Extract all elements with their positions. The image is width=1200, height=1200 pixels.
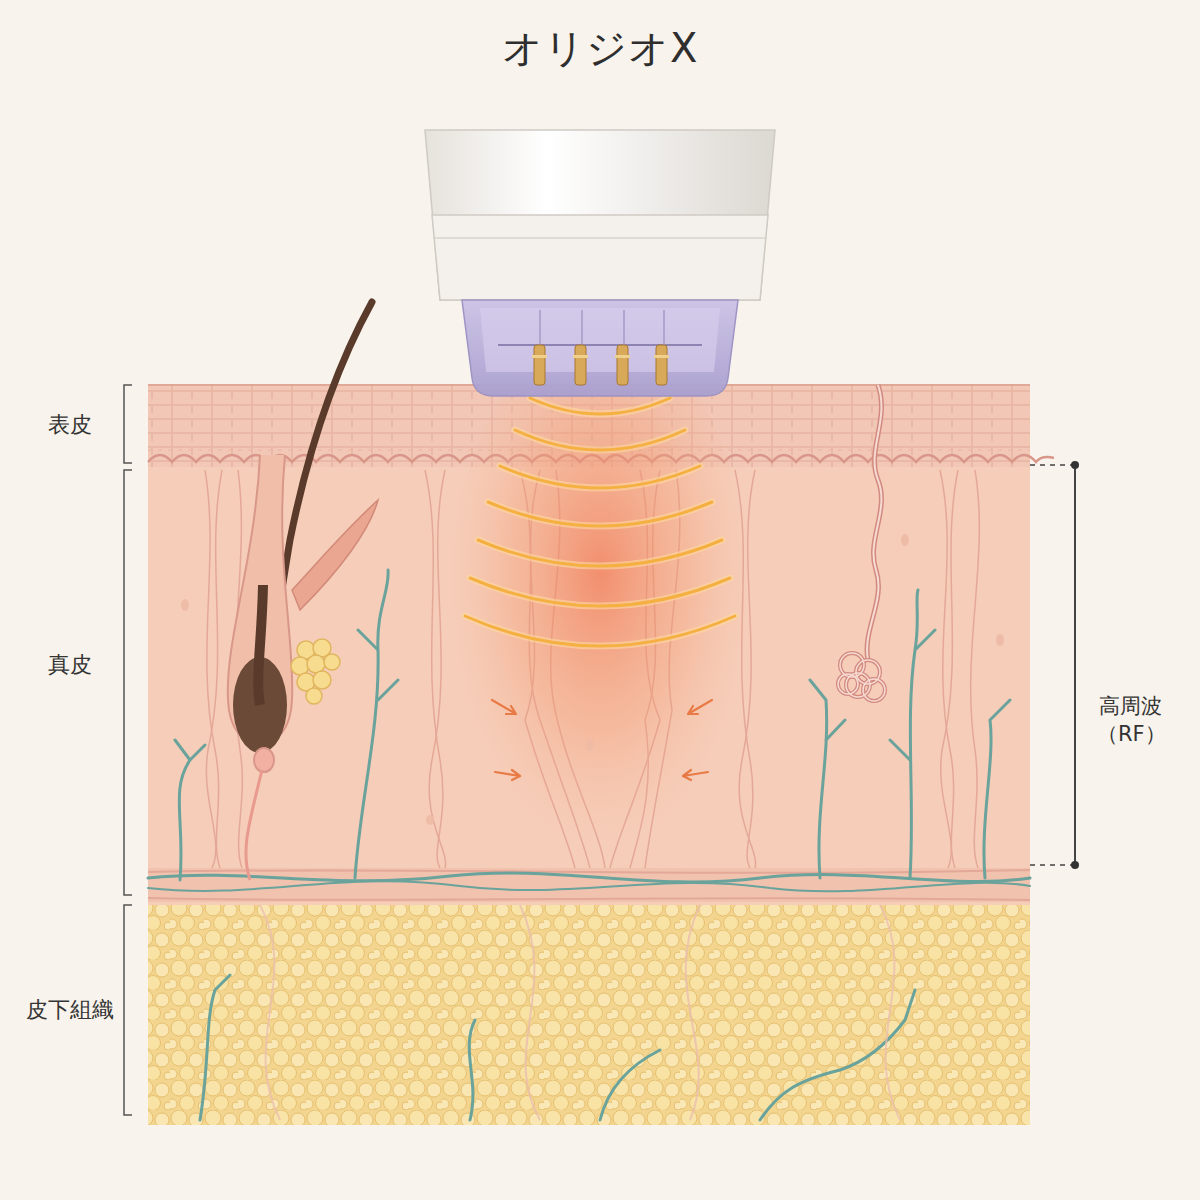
layer-label: 皮下組織 xyxy=(26,995,114,1025)
diagram-title: オリジオX xyxy=(502,21,698,76)
layer-label: 真皮 xyxy=(48,650,92,680)
layer-label: 表皮 xyxy=(48,410,92,440)
range-label: 高周波 （RF） xyxy=(1097,692,1163,749)
